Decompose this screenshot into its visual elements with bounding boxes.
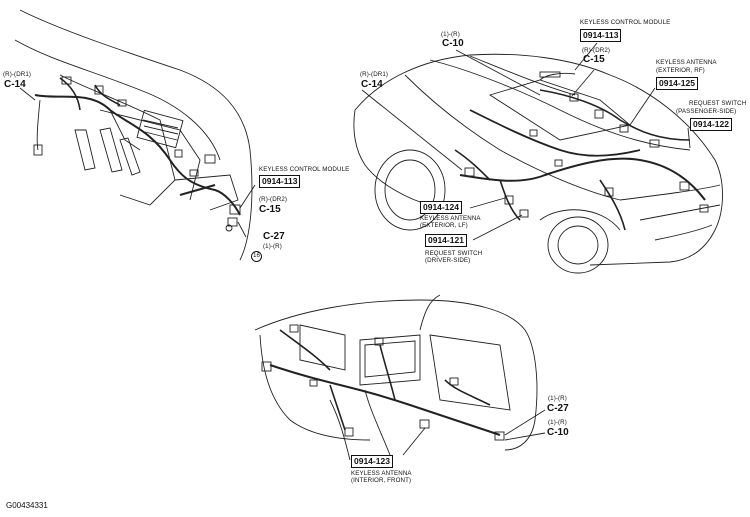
right-car-view [353,42,723,274]
left-c14-connector-label: C-14 [4,79,26,90]
left-c15-connector-label: C-15 [259,204,281,215]
right-antenna-lf-title-1: KEYLESS ANTENNA [420,215,481,222]
left-keyless-control-module-title: KEYLESS CONTROL MODULE [259,166,350,173]
right-c14-connector-label: C-14 [361,79,383,90]
figure-id: G00434331 [6,501,48,510]
right-switch-driver-title-1: REQUEST SWITCH [425,250,483,257]
right-switch-driver-code: 0914-121 [425,234,467,247]
right-c15-pin-label: (R)-(DR2) [582,47,611,54]
bottom-antenna-interior-code: 0914-123 [351,455,393,468]
right-c10-pin-label: (1)-(R) [441,31,460,38]
bottom-dash-view [254,294,546,461]
left-c14-pin-label: (R)-(DR1) [3,71,32,78]
right-c15-connector-label: C-15 [583,54,605,65]
bottom-c27-pin-label: (1)-(R) [548,395,567,402]
left-pin-marker: 16 [251,251,262,262]
bottom-c27-connector-label: C-27 [547,403,569,414]
bottom-c10-connector-label: C-10 [547,427,569,438]
right-switch-passenger-title-1: REQUEST SWITCH [689,100,747,107]
bottom-c10-pin-label: (1)-(R) [548,419,567,426]
right-antenna-lf-code: 0914-124 [420,201,462,214]
bottom-antenna-interior-title-1: KEYLESS ANTENNA [351,470,412,477]
right-antenna-lf-title-2: (EXTERIOR, LF) [420,222,468,229]
right-antenna-rf-title-2: (EXTERIOR, RF) [656,67,705,74]
right-switch-passenger-code: 0914-122 [690,118,732,131]
left-dash-view [14,9,256,261]
left-c27-pin-label: (1)-(R) [263,243,282,250]
bottom-antenna-interior-title-2: (INTERIOR, FRONT) [351,477,412,484]
right-switch-driver-title-2: (DRIVER-SIDE) [425,257,471,264]
left-c27-connector-label: C-27 [263,231,285,242]
right-c14-pin-label: (R)-(DR1) [360,71,389,78]
right-c10-connector-label: C-10 [442,38,464,49]
right-switch-passenger-title-2: (PASSENGER-SIDE) [676,108,737,115]
right-keyless-control-module-code: 0914-113 [580,29,622,42]
right-keyless-control-module-title: KEYLESS CONTROL MODULE [580,19,671,26]
left-keyless-control-module-code: 0914-113 [259,175,301,188]
right-antenna-rf-title-1: KEYLESS ANTENNA [656,59,717,66]
left-c15-pin-label: (R)-(DR2) [259,196,288,203]
right-antenna-rf-code: 0914-125 [656,77,698,90]
